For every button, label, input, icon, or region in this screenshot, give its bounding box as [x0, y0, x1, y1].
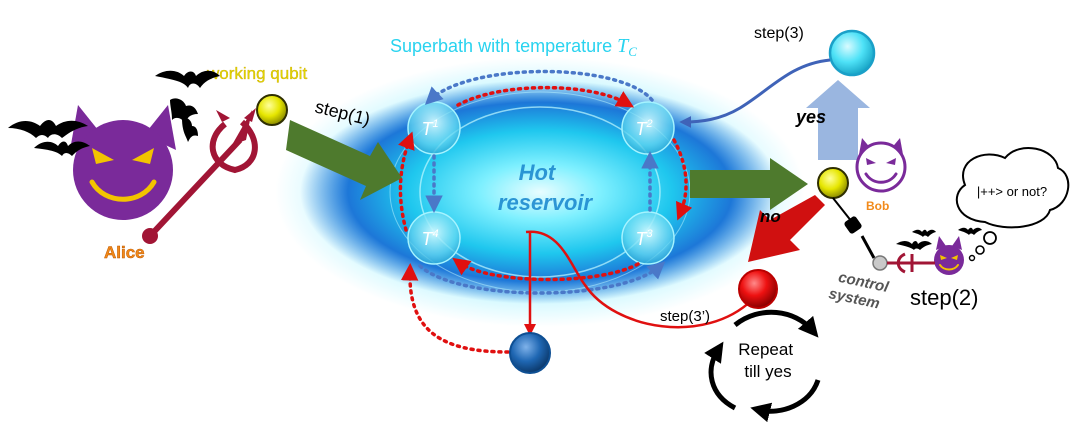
hot-reservoir-line2: reservoir — [498, 190, 594, 215]
working-qubit-label: working qubit — [206, 64, 307, 83]
bob-devil-icon — [855, 138, 907, 193]
node-t2: T2 — [621, 101, 675, 155]
bat-icon-3 — [155, 70, 220, 88]
thought-text: |++> or not? — [977, 184, 1047, 199]
step3-label: step(3) — [754, 25, 804, 42]
step3p-label: step(3’) — [660, 308, 710, 325]
red-line-hot — [525, 230, 753, 329]
node-t3-label: T3 — [635, 228, 653, 249]
plug-icon — [832, 197, 888, 271]
node-t2-label: T2 — [635, 118, 652, 139]
node-t2-sup: 2 — [645, 118, 652, 130]
node-t3: T3 — [621, 211, 675, 265]
alice-label: Alice — [104, 243, 145, 262]
node-t4-symbol: T — [421, 229, 434, 249]
green-arrow-out — [690, 158, 808, 210]
superbath-title-sub: C — [628, 44, 637, 59]
hot-reservoir-label: Hot reservoir — [498, 160, 594, 215]
red-dotted-top — [456, 85, 635, 108]
red-dotted-bottom — [452, 257, 640, 282]
green-arrow-in — [286, 120, 402, 200]
no-arrow — [748, 195, 825, 262]
repeat-label: Repeat till yes — [738, 340, 798, 381]
superbath-title-text: Superbath with temperature — [390, 36, 617, 56]
red-line-down-head — [524, 324, 536, 336]
node-t1-sup: 1 — [432, 118, 438, 130]
small-devil-icon — [934, 236, 964, 275]
node-t4: T4 — [407, 211, 461, 265]
hot-reservoir-line1: Hot — [519, 160, 557, 185]
superbath-title-symbol: T — [617, 35, 630, 57]
node-t1: T1 — [407, 101, 461, 155]
alice-trident-icon — [142, 108, 258, 244]
bat-icon-2 — [34, 141, 90, 156]
node-t3-sup: 3 — [646, 228, 653, 240]
control-system-label: control system — [827, 268, 894, 315]
blue-dotted-top — [424, 69, 654, 105]
bat-icon-4 — [170, 98, 198, 124]
red-dotted-right — [672, 138, 693, 221]
blue-state-ball — [509, 332, 551, 374]
superbath-title: Superbath with temperature TC — [390, 35, 637, 59]
step2-label: step(2) — [910, 285, 978, 310]
thought-bubble: |++> or not? — [955, 147, 1070, 262]
no-label: no — [760, 207, 781, 226]
step3-curve — [679, 58, 831, 128]
red-state-ball — [738, 269, 778, 309]
blue-dotted-bottom — [418, 261, 666, 295]
red-dotted-return — [400, 263, 510, 354]
node-t4-sup: 4 — [432, 228, 438, 240]
yes-label: yes — [795, 107, 826, 127]
node-t1-symbol: T — [421, 119, 434, 139]
bob-label: Bob — [866, 199, 889, 213]
node-t2-symbol: T — [635, 119, 648, 139]
node-t4-label: T4 — [421, 228, 438, 249]
repeat-line1: Repeat — [738, 340, 793, 359]
repeat-loop — [704, 309, 821, 423]
alice-devil-icon — [70, 105, 176, 220]
working-qubit-right — [817, 167, 849, 199]
small-bats-icon — [896, 227, 982, 250]
bat-icon-5 — [182, 117, 198, 142]
cyan-state-ball — [828, 29, 876, 77]
yes-arrow — [806, 80, 870, 160]
cycle-arrows — [398, 69, 693, 354]
repeat-line2: till yes — [744, 362, 791, 381]
working-qubit-left — [256, 94, 288, 126]
node-t1-label: T1 — [421, 118, 438, 139]
node-t3-symbol: T — [635, 229, 648, 249]
red-dotted-left — [398, 131, 415, 232]
bat-icon-1 — [8, 120, 88, 138]
small-trident-icon — [887, 252, 935, 274]
